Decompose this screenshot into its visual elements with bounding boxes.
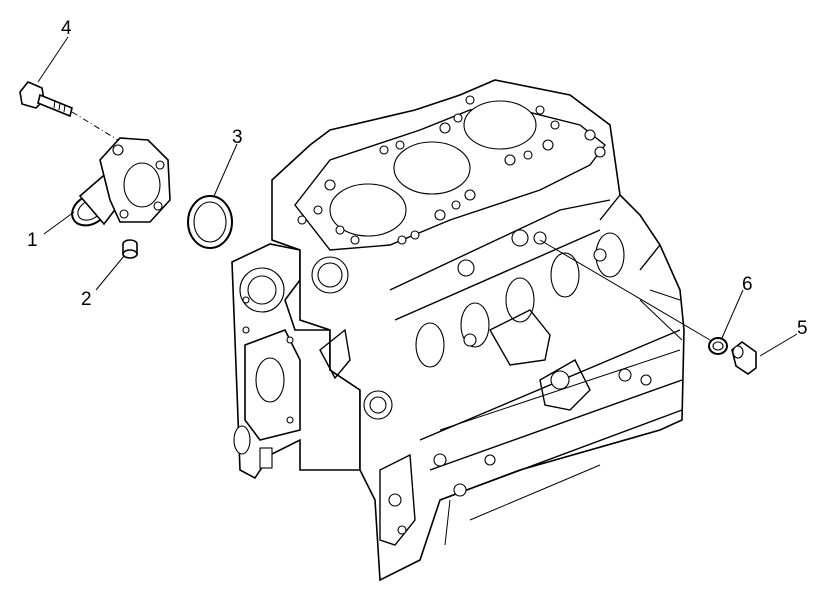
engine-block [231,79,685,582]
deck-holes [297,95,606,245]
bolt-center-line [71,111,119,141]
callout-2: 2 [81,289,92,310]
plug-leader-line [539,239,711,341]
part-4-bolt [19,81,73,118]
callout-4: 4 [61,18,72,39]
callout-5: 5 [797,318,808,339]
part-1-thermostat-housing [71,137,171,227]
part-3-gasket-ring [187,195,233,249]
part-6-washer [708,337,728,355]
part-2-dowel [122,239,138,259]
callout-6: 6 [742,274,753,295]
callout-3: 3 [232,127,243,148]
leader-lines [37,36,798,357]
part-5-plug [731,340,757,375]
callout-1: 1 [27,230,38,251]
